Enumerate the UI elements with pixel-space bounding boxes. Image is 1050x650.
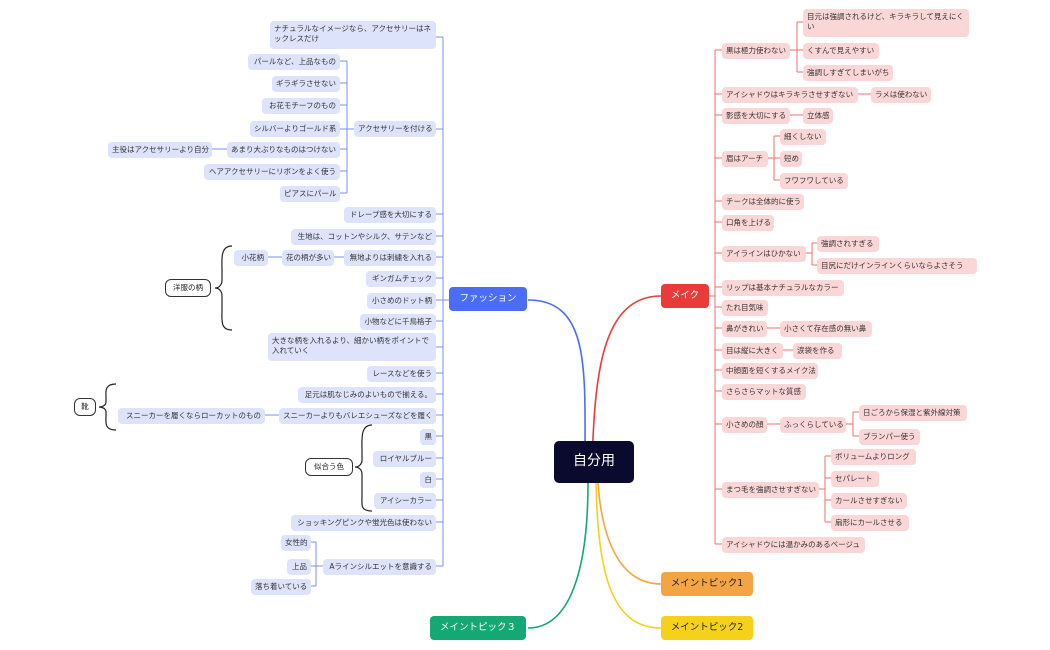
fashion-accessory[interactable]: アクセサリーを付ける	[354, 121, 436, 137]
acc-pierce[interactable]: ピアスにパール	[280, 186, 340, 202]
make-lashes[interactable]: まつ毛を強調させすぎない	[722, 482, 819, 498]
topic-main-3[interactable]: メイントピック３	[430, 616, 526, 640]
acc-flower[interactable]: お花モチーフのもの	[262, 98, 340, 114]
fashion-embroidery[interactable]: 無地よりは刺繍を入れる	[344, 250, 436, 266]
group-pattern: 洋服の柄	[165, 279, 211, 297]
eyeliner-too-emph[interactable]: 強調されすぎる	[817, 236, 879, 252]
lashes-volume[interactable]: ボリュームよりロング	[831, 449, 916, 465]
make-matte[interactable]: さらさらマットな質感	[722, 384, 806, 400]
fashion-necklace[interactable]: ナチュラルなイメージなら、アクセサリーはネックレスだけ	[270, 21, 436, 49]
fashion-aline[interactable]: Aラインシルエットを意識する	[323, 559, 436, 575]
fashion-no-shocking[interactable]: ショッキングピンクや蛍光色は使わない	[291, 515, 436, 531]
topic-main-2[interactable]: メイントピック2	[661, 616, 753, 640]
make-solid[interactable]: 立体感	[803, 108, 833, 124]
eyes-tear-bag[interactable]: 涙袋を作る	[793, 343, 842, 359]
aline-feminine[interactable]: 女性的	[281, 535, 311, 551]
color-black[interactable]: 黒	[420, 429, 436, 445]
color-white[interactable]: 白	[420, 472, 436, 488]
aline-elegant[interactable]: 上品	[287, 559, 311, 575]
make-lip[interactable]: リップは基本ナチュラルなカラー	[722, 280, 844, 296]
group-colors: 似合う色	[305, 458, 353, 476]
make-too-strong[interactable]: 強調しすぎてしまいがち	[803, 65, 893, 81]
lashes-no-curl[interactable]: カールさせすぎない	[831, 493, 907, 509]
eyeliner-inline[interactable]: 目尻にだけインラインくらいならよさそう	[817, 258, 977, 274]
acc-gold[interactable]: シルバーよりゴールド系	[250, 121, 340, 137]
brow-short[interactable]: 短め	[780, 151, 802, 167]
make-eyes-emph[interactable]: 目元は強調されるけど、キラキラして見えにくい	[803, 9, 969, 37]
make-eyeshadow-beige[interactable]: アイシャドウには温かみのあるベージュ	[722, 537, 865, 553]
make-shadow[interactable]: 影感を大切にする	[722, 108, 790, 124]
make-mouth[interactable]: 口角を上げる	[722, 215, 774, 231]
topic-make[interactable]: メイク	[661, 284, 709, 308]
lashes-fan-curl[interactable]: 扇形にカールさせる	[831, 515, 909, 531]
fashion-lace[interactable]: レースなどを使う	[367, 366, 436, 382]
lashes-separate[interactable]: セパレート	[831, 471, 879, 487]
topic-fashion[interactable]: ファッション	[449, 287, 527, 311]
make-cheek[interactable]: チークは全体的に使う	[722, 194, 804, 210]
fashion-drape[interactable]: ドレープ感を大切にする	[344, 207, 436, 223]
fashion-skin-tone[interactable]: 足元は肌なじみのよいもので揃える。	[298, 387, 436, 403]
face-blancpa[interactable]: ブランパー使う	[859, 429, 920, 445]
root-topic[interactable]: 自分用	[554, 441, 634, 483]
make-droop[interactable]: たれ目気味	[722, 300, 768, 316]
fashion-ballet[interactable]: スニーカーよりもバレエシューズなどを履く	[279, 408, 436, 424]
fashion-dots[interactable]: 小さめのドット柄	[367, 293, 436, 309]
shoes-sneaker[interactable]: スニーカーを履くならローカットのもの	[118, 408, 265, 424]
acc-ribbon[interactable]: ヘアアクセサリーにリボンをよく使う	[204, 164, 340, 180]
make-no-lame[interactable]: ラメは使わない	[871, 87, 931, 103]
pattern-many-flower[interactable]: 花の柄が多い	[282, 250, 334, 266]
brow-not-thick[interactable]: 細くしない	[780, 129, 826, 145]
pattern-floral[interactable]: 小花柄	[234, 250, 268, 266]
acc-main-self[interactable]: 主役はアクセサリーより自分	[108, 142, 212, 158]
make-black-min[interactable]: 黒は極力使わない	[722, 43, 790, 59]
color-royal-blue[interactable]: ロイヤルブルー	[373, 451, 436, 467]
make-brow-arch[interactable]: 眉はアーチ	[722, 151, 768, 167]
face-plump[interactable]: ふっくらしている	[780, 417, 846, 433]
nose-small[interactable]: 小さくて存在感の無い鼻	[780, 321, 872, 337]
fashion-gingham[interactable]: ギンガムチェック	[366, 271, 436, 287]
brow-fluffy[interactable]: フワフワしている	[780, 173, 848, 189]
acc-pearl[interactable]: パールなど、上品なもの	[248, 54, 340, 70]
fashion-houndstooth[interactable]: 小物などに千鳥格子	[360, 314, 436, 330]
fashion-fabric[interactable]: 生地は、コットンやシルク、サテンなど	[291, 229, 436, 245]
aline-calm[interactable]: 落ち着いている	[251, 579, 311, 595]
make-eyeshadow-glitter[interactable]: アイシャドウはキラキラさせすぎない	[722, 87, 858, 103]
make-small-face[interactable]: 小さめの顔	[722, 417, 767, 433]
make-big-eyes[interactable]: 目は縦に大きく	[722, 343, 783, 359]
face-uv[interactable]: 日ごろから保湿と紫外線対策	[859, 405, 967, 421]
make-nose[interactable]: 鼻がきれい	[722, 321, 767, 337]
fashion-small-pattern[interactable]: 大きな柄を入れるより、細かい柄をポイントで入れていく	[268, 333, 436, 361]
topic-main-1[interactable]: メイントピック1	[661, 572, 753, 596]
make-eyeliner[interactable]: アイラインはひかない	[722, 246, 806, 262]
group-shoes: 靴	[74, 398, 96, 416]
make-mid-face[interactable]: 中顔面を短くするメイク法	[722, 363, 818, 379]
acc-small[interactable]: あまり大ぶりなものはつけない	[227, 142, 340, 158]
acc-not-flashy[interactable]: ギラギラさせない	[272, 76, 340, 92]
color-icy[interactable]: アイシーカラー	[374, 493, 436, 509]
make-dull[interactable]: くすんで見えやすい	[803, 43, 879, 59]
